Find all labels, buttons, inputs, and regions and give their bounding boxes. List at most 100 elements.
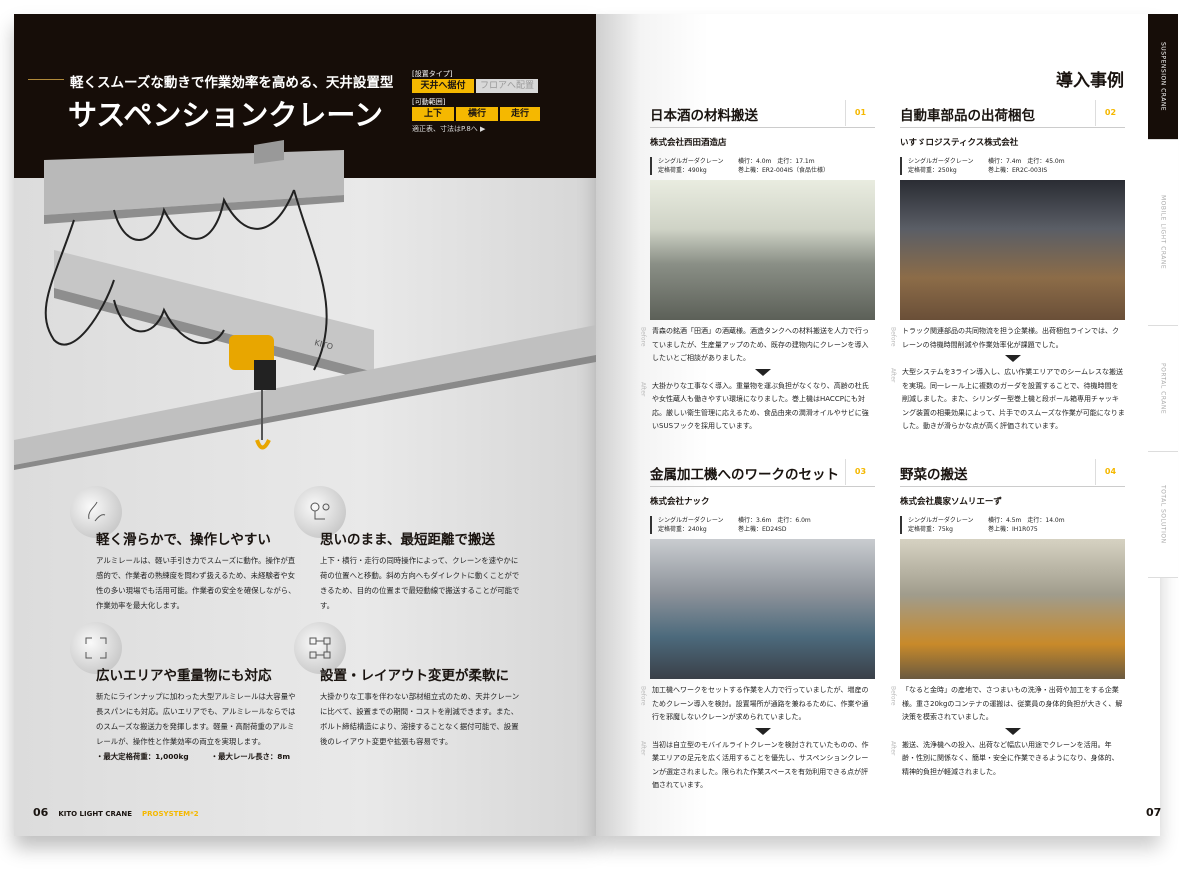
side-tab-suspension[interactable]: SUSPENSION CRANE [1148, 14, 1178, 140]
case-company: 株式会社農家ソムリエーず [900, 497, 1002, 507]
case-specs: シングルガーダクレーン 横行：4.0m 走行：17.1m 定格荷重：490kg 巻上… [650, 157, 875, 175]
crane-illustration: KITO [14, 140, 596, 470]
before-text: トラック関連部品の共同物流を担う企業様。出荷梱包ラインでは、クレーンの待機時間削… [902, 327, 1119, 349]
feature-body: 新たにラインナップに加わった大型アルミレールは大容量や長スパンにも対応。広いエリ… [96, 692, 296, 746]
movement-travel: 走行 [500, 107, 540, 121]
feature-2: 思いのまま、最短距離で搬送 上下・横行・走行の同時操作によって、クレーンを速やか… [294, 486, 520, 613]
case-after: After 当初は自立型のモバイルライトクレーンを検討されていたものの、作業エリア… [640, 739, 875, 793]
movement-traverse: 横行 [456, 107, 498, 121]
case-before: Before 「なると金時」の産地で、さつまいもの洗浄・出荷や加工をする企業様。重… [890, 684, 1125, 725]
after-label: After [639, 740, 647, 755]
spec-note: 適正表、寸法はP.8へ ▶ [412, 125, 486, 133]
before-text: 青森の銘酒「田酒」の酒蔵様。酒造タンクへの材料搬送を人力で行っていましたが、生産… [652, 327, 869, 362]
spec-hoist: 巻上機：ER2-004IS（食品仕様） [738, 167, 829, 174]
section-title: 導入事例 [1056, 71, 1124, 91]
feature-spec-max-load: ・最大定格荷重：1,000kg [96, 752, 189, 761]
before-text: 加工機へワークをセットする作業を人力で行っていましたが、増産のためクレーン導入を… [652, 686, 869, 721]
page-number: 06 [33, 806, 49, 819]
spec-rated-load: 定格荷重：490kg [658, 167, 707, 174]
case-number: 04 [1095, 459, 1125, 485]
spec-travel: 横行：3.6m 走行：6.0m [738, 517, 811, 524]
case-after: After 大掛かりな工事なく導入。重量物を運ぶ負担がなくなり、高齢の杜氏や女性蔵… [640, 380, 875, 434]
feature-1: 軽く滑らかで、操作しやすい アルミレールは、軽い手引き力でスムーズに動作。操作が… [70, 486, 296, 613]
case-title-text: 日本酒の材料搬送 [650, 108, 758, 124]
install-type-floor: フロアへ配置 [476, 79, 538, 93]
case-specs: シングルガーダクレーン 横行：7.4m 走行：45.0m 定格荷重：250kg 巻上… [900, 157, 1125, 175]
case-before: Before トラック関連部品の共同物流を担う企業様。出荷梱包ラインでは、クレーン… [890, 325, 1125, 352]
rail-label: KITO [314, 338, 334, 351]
case-after: After 搬送、洗浄機への投入、出荷など幅広い用途でクレーンを活用。年齢・性別に… [890, 739, 1125, 780]
before-label: Before [889, 686, 897, 706]
case-company: 株式会社ナック [650, 497, 710, 507]
after-text: 当初は自立型のモバイルライトクレーンを検討されていたものの、作業エリアの足元を広… [652, 740, 869, 790]
right-page [596, 14, 1160, 836]
after-label: After [639, 381, 647, 396]
side-tab-portal[interactable]: PORTAL CRANE [1148, 326, 1178, 452]
feature-body: 大掛かりな工事を伴わない部材組立式のため、天井クレーンに比べて、設置までの期間・… [320, 692, 520, 746]
arrow-down-icon [754, 727, 771, 735]
tagline: 軽くスムーズな動きで作業効率を高める、天井設置型 [70, 75, 394, 91]
spec-crane-type: シングルガーダクレーン [658, 517, 724, 524]
case-before: Before 青森の銘酒「田酒」の酒蔵様。酒造タンクへの材料搬送を人力で行っていま… [640, 325, 875, 366]
footer-brand: KITO LIGHT CRANE [58, 810, 132, 818]
spec-travel: 横行：4.5m 走行：14.0m [988, 517, 1065, 524]
feature-spec-max-rail: ・最大レール長さ：8m [210, 752, 291, 761]
page-title: サスペンションクレーン [68, 98, 383, 132]
after-label: After [889, 740, 897, 755]
arrow-down-icon [1004, 727, 1021, 735]
header-band [14, 14, 596, 178]
case-number: 02 [1095, 100, 1125, 126]
case-card: 野菜の搬送 04 株式会社農家ソムリエーず シングルガーダクレーン 横行：4.5m … [890, 459, 1125, 780]
case-title: 自動車部品の出荷梱包 02 [900, 100, 1125, 128]
spec-crane-type: シングルガーダクレーン [658, 158, 724, 165]
footer-series: PROSYSTEM*2 [141, 810, 199, 818]
install-type-ceiling: 天井へ据付 [412, 79, 474, 93]
spec-rated-load: 定格荷重：75kg [908, 526, 953, 533]
case-photo [650, 180, 875, 320]
feature-body: 上下・横行・走行の同時操作によって、クレーンを速やかに荷の位置へと移動。斜め方向… [320, 556, 520, 610]
hand-pull-icon [70, 486, 122, 538]
movement-label: [可動範囲] [412, 98, 446, 106]
case-title-text: 自動車部品の出荷梱包 [900, 108, 1035, 124]
left-footer: 06 KITO LIGHT CRANE PROSYSTEM*2 [33, 806, 199, 819]
spec-travel: 横行：4.0m 走行：17.1m [738, 158, 815, 165]
before-label: Before [889, 327, 897, 347]
before-text: 「なると金時」の産地で、さつまいもの洗浄・出荷や加工をする企業様。重さ20kgの… [902, 686, 1123, 721]
feature-3: 広いエリアや重量物にも対応 新たにラインナップに加わった大型アルミレールは大容量… [70, 622, 296, 762]
side-tab-total[interactable]: TOTAL SOLUTION [1148, 452, 1178, 578]
feature-title: 思いのまま、最短距離で搬送 [320, 532, 495, 548]
after-label: After [889, 368, 897, 383]
case-title: 野菜の搬送 04 [900, 459, 1125, 487]
case-photo [900, 539, 1125, 679]
after-text: 搬送、洗浄機への投入、出荷など幅広い用途でクレーンを活用。年齢・性別に関係なく、… [902, 740, 1119, 776]
spec-hoist: 巻上機：ER2C-003IS [988, 167, 1048, 174]
feature-body: アルミレールは、軽い手引き力でスムーズに動作。操作が直感的で、作業者の熟練度を問… [96, 556, 296, 610]
arrow-down-icon [1004, 355, 1021, 362]
expand-icon [70, 622, 122, 674]
after-text: 大掛かりな工事なく導入。重量物を運ぶ負担がなくなり、高齢の杜氏や女性蔵人も働きや… [652, 381, 869, 431]
case-photo [650, 539, 875, 679]
spec-hoist: 巻上機：IH1R075 [988, 526, 1038, 533]
feature-title: 設置・レイアウト変更が柔軟に [320, 668, 509, 684]
spec-rated-load: 定格荷重：240kg [658, 526, 707, 533]
case-specs: シングルガーダクレーン 横行：3.6m 走行：6.0m 定格荷重：240kg 巻上機… [650, 516, 875, 534]
spec-hoist: 巻上機：ED24SD [738, 526, 787, 533]
before-label: Before [639, 327, 647, 347]
spec-rated-load: 定格荷重：250kg [908, 167, 957, 174]
spec-crane-type: シングルガーダクレーン [908, 517, 974, 524]
case-company: 株式会社西田酒造店 [650, 138, 727, 148]
case-number: 03 [845, 459, 875, 485]
spec-travel: 横行：7.4m 走行：45.0m [988, 158, 1065, 165]
feature-title: 軽く滑らかで、操作しやすい [96, 532, 271, 548]
side-tab-mobile[interactable]: MOBILE LIGHT CRANE [1148, 140, 1178, 326]
case-title-text: 野菜の搬送 [900, 467, 968, 483]
arrow-down-icon [754, 368, 771, 376]
spec-crane-type: シングルガーダクレーン [908, 158, 974, 165]
movement-vertical: 上下 [412, 107, 454, 121]
